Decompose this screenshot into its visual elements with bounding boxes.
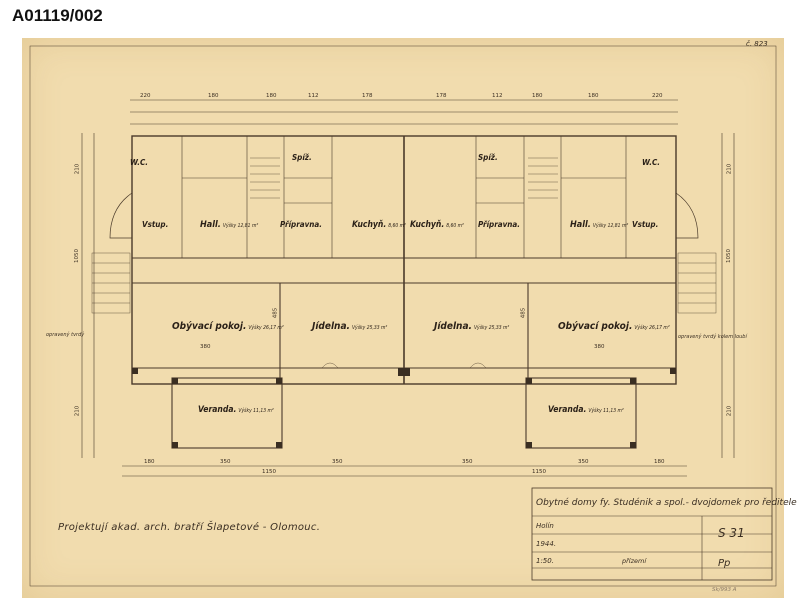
title-block-year: 1944. — [536, 540, 557, 548]
dim-bottom-6: 180 — [654, 459, 665, 465]
room-left-obyvaci-name: Obývací pokoj. — [172, 321, 247, 332]
dim-bottom-5: 350 — [578, 459, 589, 465]
room-left-veranda-area: Výšky 11,13 m² — [238, 408, 274, 414]
dim-int-3: 380 — [200, 344, 211, 350]
title-block-title: Obytné domy fy. Studénik a spol.- dvojdo… — [536, 498, 797, 508]
title-block-sheet-number: S 31 — [718, 526, 745, 540]
room-left-jidelna-area: Výšky 25,33 m² — [351, 325, 388, 331]
room-right-obyvaci: Obývací pokoj.Výšky 26,17 m² — [558, 321, 670, 332]
dim-top-3: 180 — [266, 93, 277, 99]
dim-right-2: 1050 — [726, 249, 732, 263]
dim-int-1: 485 — [272, 307, 279, 319]
dim-top-10: 220 — [652, 93, 663, 99]
dim-bottom-total-2: 1150 — [532, 469, 546, 475]
room-right-veranda: Veranda.Výšky 11,13 m² — [548, 405, 624, 415]
room-right-jidelna-name: Jídelna. — [434, 321, 472, 332]
dim-left-1: 210 — [74, 163, 81, 175]
room-right-kuchyn: Kuchyň.8,60 m² — [410, 220, 464, 230]
dim-top-2: 180 — [208, 93, 219, 99]
room-left-hall-area: Výšky 12,81 m² — [222, 223, 259, 229]
room-left-spiz: Spíž. — [292, 153, 312, 162]
room-left-jidelna-name: Jídelna. — [312, 321, 350, 332]
room-right-obyvaci-area: Výšky 26,17 m² — [634, 325, 670, 331]
room-right-wc: W.C. — [642, 158, 660, 167]
room-left-wc: W.C. — [130, 158, 148, 167]
room-left-kuchyn-area: 8,60 m² — [388, 223, 406, 229]
dim-int-4: 380 — [594, 344, 605, 350]
dim-top-8: 180 — [532, 93, 543, 99]
title-block-initials: Pp — [718, 558, 731, 569]
room-right-spiz: Spíž. — [478, 153, 498, 162]
note-right-door: opravený tvrdý kolem loubí — [678, 334, 747, 340]
architect-credit: Projektují akad. arch. bratří Šlapetové … — [58, 522, 321, 533]
room-right-pripravna: Přípravna. — [478, 220, 521, 229]
room-left-veranda-name: Veranda. — [198, 405, 237, 415]
dim-bottom-3: 350 — [332, 459, 343, 465]
room-left-pripravna: Přípravna. — [280, 220, 323, 229]
room-right-jidelna: Jídelna.Výšky 25,33 m² — [434, 321, 509, 332]
dim-left-2: 1050 — [74, 249, 80, 263]
dim-left-3: 210 — [74, 405, 81, 417]
title-block-location: Holín — [536, 522, 554, 530]
room-left-jidelna: Jídelna.Výšky 25,33 m² — [312, 321, 387, 332]
dim-bottom-2: 350 — [220, 459, 231, 465]
room-right-veranda-area: Výšky 11,13 m² — [588, 408, 624, 414]
dim-top-6: 178 — [436, 93, 447, 99]
title-block-floor: přízemí — [622, 557, 647, 565]
dim-top-4: 112 — [308, 93, 319, 99]
bottom-note: Sk/993 A — [712, 587, 737, 593]
room-right-kuchyn-area: 8,60 m² — [446, 223, 464, 229]
dim-top-5: 178 — [362, 93, 373, 99]
room-right-veranda-name: Veranda. — [548, 405, 587, 415]
dim-bottom-1: 180 — [144, 459, 155, 465]
room-right-hall-area: Výšky 12,81 m² — [592, 223, 629, 229]
catalog-id: A01119/002 — [12, 6, 103, 25]
drawing-sheet: č. 823 220 180 180 112 178 178 112 180 1… — [22, 38, 797, 598]
dim-int-2: 485 — [520, 307, 527, 319]
room-right-hall-name: Hall. — [570, 220, 591, 230]
dim-bottom-total-1: 1150 — [262, 469, 276, 475]
floor-plan-drawing — [29, 45, 777, 587]
note-left-door: opravený tvrdý — [46, 332, 85, 338]
dim-top-9: 180 — [588, 93, 599, 99]
room-right-obyvaci-name: Obývací pokoj. — [558, 321, 633, 332]
room-left-hall-name: Hall. — [200, 220, 221, 230]
room-right-jidelna-area: Výšky 25,33 m² — [473, 325, 510, 331]
dim-top-1: 220 — [140, 93, 151, 99]
room-left-obyvaci-area: Výšky 26,17 m² — [248, 325, 284, 331]
room-left-veranda: Veranda.Výšky 11,13 m² — [198, 405, 274, 415]
sheet-mark: č. 823 — [746, 40, 768, 48]
room-left-obyvaci: Obývací pokoj.Výšky 26,17 m² — [172, 321, 284, 332]
room-right-kuchyn-name: Kuchyň. — [410, 220, 445, 230]
dim-bottom-4: 350 — [462, 459, 473, 465]
room-left-kuchyn-name: Kuchyň. — [352, 220, 387, 230]
dim-right-3: 210 — [726, 405, 733, 417]
room-right-vstup: Vstup. — [632, 220, 659, 229]
room-left-kuchyn: Kuchyň.8,60 m² — [352, 220, 406, 230]
dim-right-1: 210 — [726, 163, 733, 175]
room-right-hall: Hall.Výšky 12,81 m² — [570, 220, 628, 230]
room-left-hall: Hall.Výšky 12,81 m² — [200, 220, 258, 230]
room-left-vstup: Vstup. — [142, 220, 169, 229]
title-block-scale: 1:50. — [536, 557, 554, 565]
dim-top-7: 112 — [492, 93, 503, 99]
